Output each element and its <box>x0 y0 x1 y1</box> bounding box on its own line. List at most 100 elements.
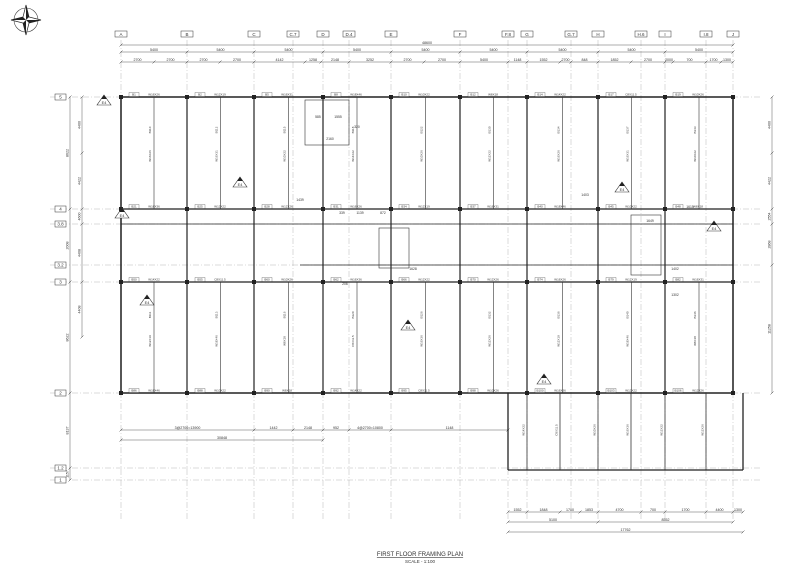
column-marker <box>389 95 393 99</box>
dim-tick <box>319 60 323 64</box>
member-section: W16X31 <box>487 204 499 208</box>
member-tag-box <box>261 388 273 393</box>
member-tag-box <box>672 204 684 209</box>
member-section: C8X11.5 <box>555 424 559 436</box>
column-marker <box>663 280 667 284</box>
grid-col-label: A <box>119 32 122 37</box>
member-section: W14X22 <box>554 92 566 96</box>
dim-text: 5400 <box>628 48 636 52</box>
dim-tick <box>458 50 462 54</box>
member-tag-box <box>128 277 140 282</box>
member-tag-box <box>467 277 479 282</box>
member-section: W12X26 <box>701 424 705 436</box>
callout-label: E4 <box>712 227 717 231</box>
member-section: W16X31 <box>692 277 704 281</box>
member-tag-box <box>605 388 617 393</box>
grid-col-label: C.7 <box>289 32 297 37</box>
grid-bubble <box>286 30 300 38</box>
column-marker <box>321 207 325 211</box>
dim-text: 1258 <box>309 58 317 62</box>
dim-tick <box>770 95 774 99</box>
member-tag: B136 <box>557 311 561 318</box>
grid-row-label: 5 <box>59 95 62 100</box>
member-section: W16X26 <box>557 150 561 162</box>
dim-text: 4142 <box>276 58 284 62</box>
dim-tick <box>663 510 667 514</box>
column-marker <box>389 207 393 211</box>
dim-tick <box>629 60 633 64</box>
member-tag-box <box>194 204 206 209</box>
dim-text: 952 <box>333 426 339 430</box>
member-tag: B5 <box>265 92 269 96</box>
column-marker <box>119 95 123 99</box>
member-tag: B50 <box>131 277 137 281</box>
grid-bubble <box>180 30 194 38</box>
dim-tick <box>80 207 84 211</box>
dim-text: 2700 <box>562 58 570 62</box>
dim-text: 5400 <box>285 48 293 52</box>
member-tag-box <box>330 388 342 393</box>
dim-tick <box>741 510 745 514</box>
member-tag-box <box>194 277 206 282</box>
opening-frame <box>630 214 662 276</box>
dim-text: 1552 <box>514 508 522 512</box>
dim-text-misc: 585 <box>315 115 321 119</box>
grid-bubble <box>591 30 605 38</box>
dim-text: 2700 <box>438 58 446 62</box>
dim-text: 4400 <box>716 508 724 512</box>
dim-tick <box>68 466 72 470</box>
grid-bubble <box>316 30 330 38</box>
member-section: W12X19 <box>418 204 430 208</box>
member-tag-box <box>261 277 273 282</box>
member-tag-box <box>467 204 479 209</box>
member-tag-box <box>467 92 479 97</box>
member-tag-box <box>128 388 140 393</box>
callout-label: E4 <box>145 301 150 305</box>
dim-text-misc: 872 <box>380 211 386 215</box>
column-marker <box>252 95 256 99</box>
member-section: W8X18 <box>283 336 287 346</box>
dim-tick <box>506 60 510 64</box>
dim-text: 5400 <box>480 58 488 62</box>
dim-tick <box>506 530 510 534</box>
dim-text: 5400 <box>422 48 430 52</box>
callout-triangle <box>706 220 722 232</box>
dim-tick <box>119 428 123 432</box>
dim-text: 4422 <box>768 177 772 185</box>
member-section: W18X46 <box>148 388 160 392</box>
dim-tick <box>596 60 600 64</box>
callout-marker <box>119 208 125 212</box>
grid-bubble <box>54 220 67 228</box>
member-section: W12X22 <box>625 388 637 392</box>
member-tag: B146 <box>693 311 697 318</box>
dim-tick <box>80 95 84 99</box>
dim-text: 1700 <box>566 508 574 512</box>
grid-bubble <box>384 30 398 38</box>
member-tag-box <box>398 204 410 209</box>
member-section: W10X22 <box>625 204 637 208</box>
dim-text: 5400 <box>695 48 703 52</box>
grid-bubble <box>54 464 67 472</box>
dim-text: 1442 <box>270 426 278 430</box>
dim-tick <box>770 151 774 155</box>
drawing-title: FIRST FLOOR FRAMING PLAN <box>377 552 463 558</box>
dim-tick <box>252 50 256 54</box>
column-marker <box>731 95 735 99</box>
member-tag: B122 <box>420 126 424 133</box>
dim-tick <box>218 60 222 64</box>
column-marker <box>185 280 189 284</box>
grid-col-label: I <box>664 32 665 37</box>
framing-members <box>119 95 744 471</box>
member-tag: B98 <box>470 388 476 392</box>
member-section: W12X26 <box>487 277 499 281</box>
member-tag: B126 <box>420 311 424 318</box>
dim-tick <box>741 530 745 534</box>
member-tag-box <box>398 277 410 282</box>
dim-text-misc: 1555 <box>334 115 342 119</box>
dim-tick <box>578 510 582 514</box>
dim-text: 1300 <box>734 508 742 512</box>
column-marker <box>252 207 256 211</box>
member-section: W8X18 <box>488 92 498 96</box>
opening-frame <box>378 227 410 269</box>
grid-bubble <box>564 30 578 38</box>
